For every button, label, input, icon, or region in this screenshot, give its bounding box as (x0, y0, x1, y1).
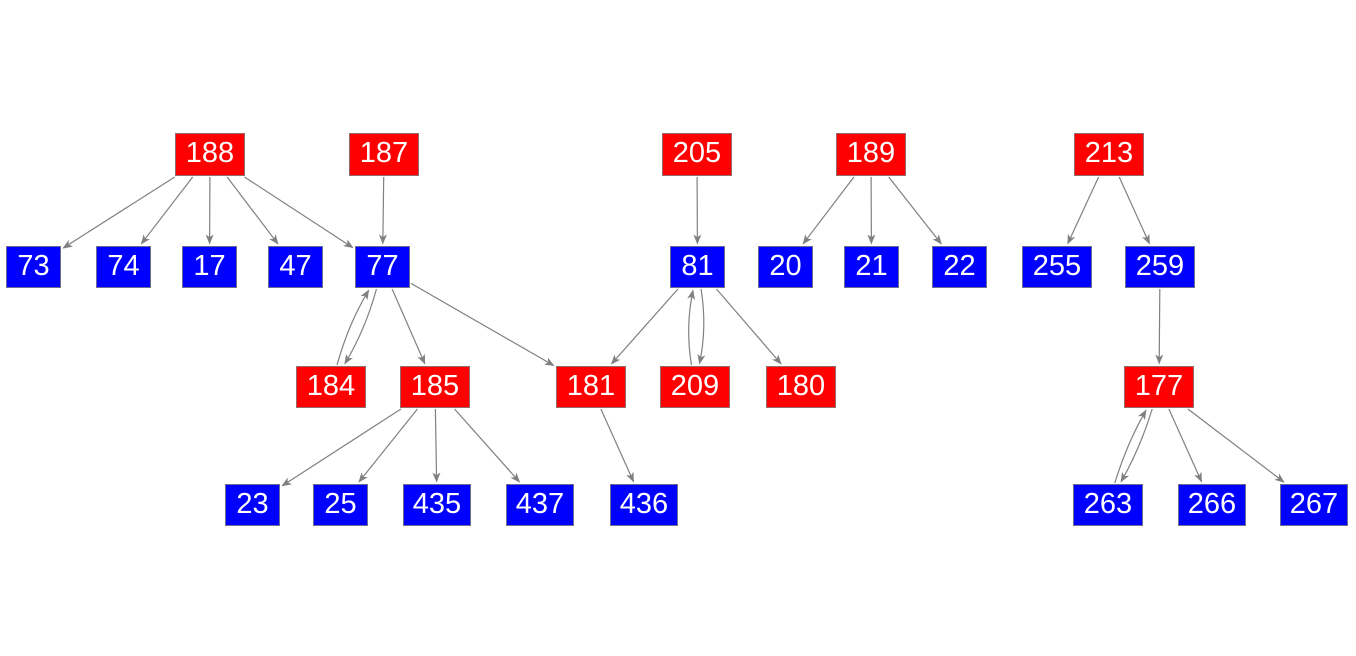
graph-node-25[interactable]: 25 (313, 484, 368, 526)
graph-node-181[interactable]: 181 (556, 366, 626, 408)
graph-edge-185-to-25 (358, 408, 418, 483)
edges-group (62, 176, 1285, 487)
graph-edge-81-to-209 (697, 288, 706, 365)
graph-edge-77-to-181 (410, 282, 555, 367)
graph-node-180[interactable]: 180 (766, 366, 836, 408)
graph-node-label: 189 (846, 137, 896, 169)
graph-node-47[interactable]: 47 (268, 246, 323, 288)
graph-edge-213-to-255 (1067, 176, 1100, 245)
graph-edge-209-to-81 (687, 289, 696, 366)
graph-node-label: 255 (1032, 249, 1082, 282)
graph-node-436[interactable]: 436 (610, 484, 678, 526)
graph-node-213[interactable]: 213 (1074, 133, 1144, 176)
graph-node-label: 209 (670, 369, 720, 402)
graph-node-label: 205 (672, 137, 722, 169)
graph-node-187[interactable]: 187 (349, 133, 419, 176)
graph-node-label: 25 (324, 487, 357, 520)
graph-node-177[interactable]: 177 (1124, 366, 1194, 408)
graph-node-81[interactable]: 81 (670, 246, 725, 288)
graph-node-label: 437 (515, 487, 565, 520)
graph-edge-81-to-181 (610, 288, 679, 365)
graph-node-205[interactable]: 205 (662, 133, 732, 176)
graph-edge-77-to-185 (391, 288, 426, 365)
graph-node-label: 77 (366, 249, 399, 282)
graph-node-255[interactable]: 255 (1022, 246, 1092, 288)
graph-node-23[interactable]: 23 (225, 484, 280, 526)
graph-edge-181-to-436 (600, 408, 635, 483)
graph-edge-189-to-20 (802, 176, 855, 245)
graph-node-label: 185 (410, 369, 460, 402)
graph-node-label: 20 (769, 249, 802, 282)
graph-edge-188-to-77 (244, 176, 354, 249)
graph-node-label: 188 (185, 137, 235, 169)
graph-node-184[interactable]: 184 (296, 366, 366, 408)
graph-edge-185-to-435 (432, 408, 441, 483)
graph-node-22[interactable]: 22 (932, 246, 987, 288)
graph-node-label: 184 (306, 369, 356, 402)
graph-node-label: 74 (107, 249, 140, 282)
graph-node-20[interactable]: 20 (758, 246, 813, 288)
graph-node-73[interactable]: 73 (6, 246, 61, 288)
graph-edge-189-to-22 (888, 176, 942, 245)
graph-node-74[interactable]: 74 (96, 246, 151, 288)
graph-node-77[interactable]: 77 (355, 246, 410, 288)
graph-node-267[interactable]: 267 (1280, 484, 1348, 526)
graph-edge-185-to-23 (281, 408, 402, 487)
graph-edge-177-to-263 (1120, 408, 1153, 483)
graph-node-189[interactable]: 189 (836, 133, 906, 176)
graph-edge-177-to-266 (1168, 408, 1203, 483)
graph-node-435[interactable]: 435 (403, 484, 471, 526)
graph-node-label: 23 (236, 487, 269, 520)
graph-node-label: 187 (359, 137, 409, 169)
graph-node-209[interactable]: 209 (660, 366, 730, 408)
graph-edge-81-to-180 (716, 288, 782, 365)
graph-edge-263-to-177 (1114, 409, 1147, 484)
graph-edge-177-to-267 (1187, 408, 1285, 483)
graph-node-label: 73 (17, 249, 50, 282)
graph-node-label: 81 (681, 249, 714, 282)
graph-edge-185-to-437 (454, 408, 521, 483)
graph-edge-188-to-47 (226, 176, 279, 245)
graph-node-label: 267 (1289, 487, 1339, 520)
graph-node-label: 17 (193, 249, 226, 282)
graph-edge-187-to-77 (378, 176, 387, 245)
graph-edge-188-to-74 (140, 176, 194, 245)
graph-node-label: 180 (776, 369, 826, 402)
graph-node-188[interactable]: 188 (175, 133, 245, 176)
graph-node-label: 22 (943, 249, 976, 282)
graph-edge-259-to-177 (1155, 288, 1164, 365)
graph-node-437[interactable]: 437 (506, 484, 574, 526)
graph-node-label: 436 (619, 487, 669, 520)
graph-edge-77-to-184 (344, 288, 378, 365)
graph-node-266[interactable]: 266 (1178, 484, 1246, 526)
graph-edge-213-to-259 (1118, 176, 1150, 245)
graph-node-17[interactable]: 17 (182, 246, 237, 288)
graph-node-label: 263 (1083, 487, 1133, 520)
graph-node-label: 181 (566, 369, 616, 402)
graph-node-label: 21 (855, 249, 888, 282)
graph-node-label: 266 (1187, 487, 1237, 520)
graph-node-label: 213 (1084, 137, 1134, 169)
graph-edge-184-to-77 (336, 289, 370, 366)
graph-node-263[interactable]: 263 (1073, 484, 1143, 526)
graph-node-label: 177 (1134, 369, 1184, 402)
graph-node-259[interactable]: 259 (1125, 246, 1195, 288)
graph-node-21[interactable]: 21 (844, 246, 899, 288)
graph-edge-188-to-73 (62, 176, 176, 249)
graph-node-label: 47 (279, 249, 312, 282)
graph-node-label: 435 (412, 487, 462, 520)
graph-node-label: 259 (1135, 249, 1185, 282)
graph-node-185[interactable]: 185 (400, 366, 470, 408)
